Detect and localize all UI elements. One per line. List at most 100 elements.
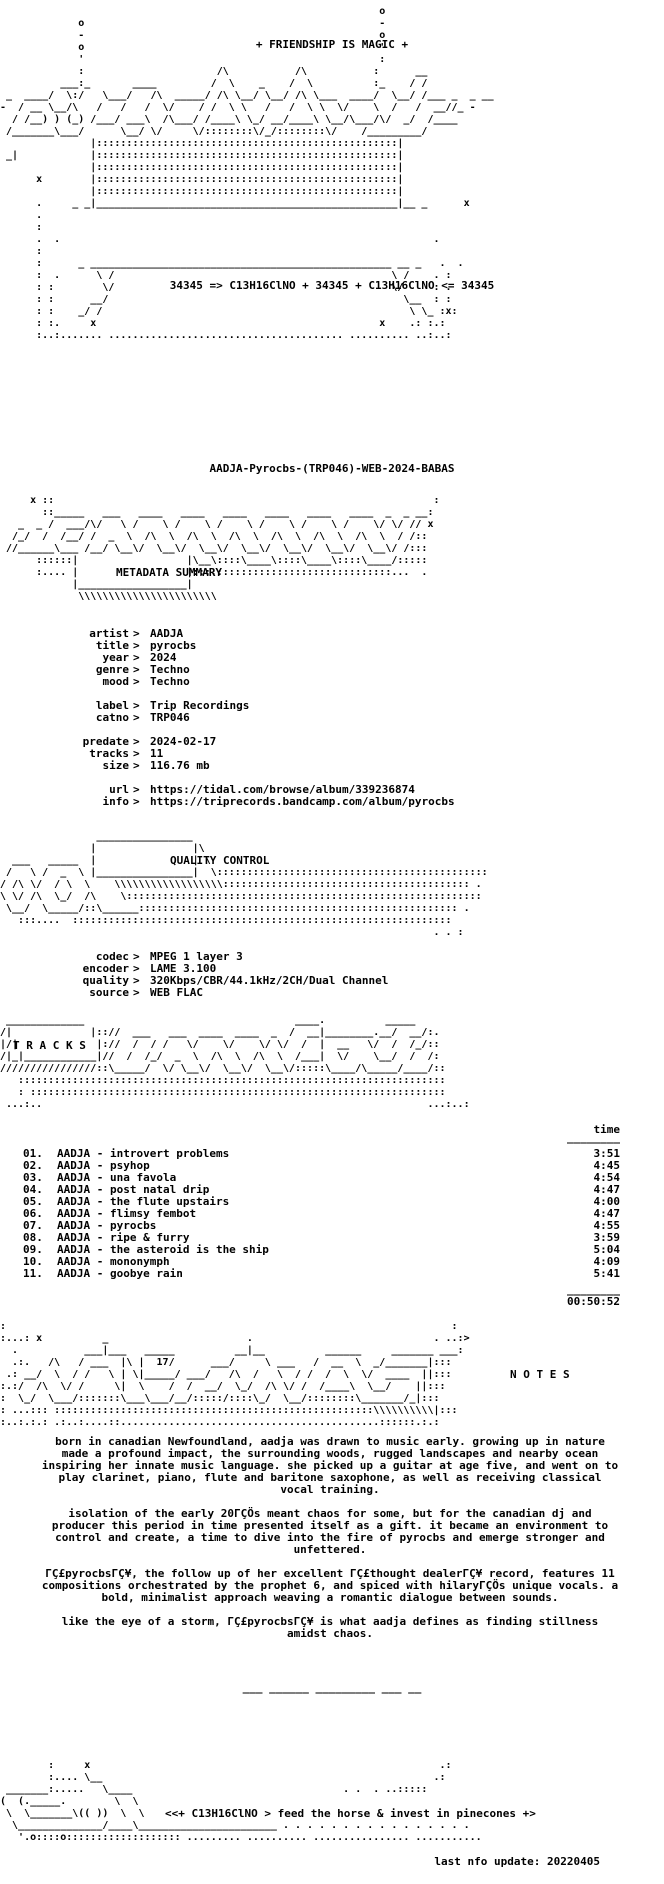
notes-body: born in canadian Newfoundland, aadja was… <box>40 1436 620 1652</box>
track-number: 10. <box>23 1255 43 1268</box>
track-title: AADJA - post natal drip <box>57 1183 210 1196</box>
kv-separator: > <box>133 651 140 664</box>
kv-value: https://triprecords.bandcamp.com/album/p… <box>150 795 455 808</box>
notes-paragraph: like the eye of a storm, ΓÇ£pyrocbsΓÇ¥ i… <box>61 1615 599 1640</box>
tracks-banner-art: _____________ ____. _____ /| |::// ___ _… <box>0 1015 470 1110</box>
track-title: AADJA - the flute upstairs <box>57 1195 230 1208</box>
kv-separator: > <box>133 950 140 963</box>
track-number: 01. <box>23 1147 43 1160</box>
notes-section-title: N O T E S <box>510 1368 570 1381</box>
kv-row: url > https://tidal.com/browse/album/33923… <box>0 784 664 796</box>
notes-divider: ___ ______ _________ ___ __ <box>242 1681 422 1694</box>
tracks-section-title: T R A C K S <box>13 1039 86 1052</box>
track-number: 09. <box>23 1243 43 1256</box>
kv-value: Trip Recordings <box>150 699 250 712</box>
kv-row: quality >320Kbps/CBR/44.1kHz/2CH/Dual Cha… <box>0 975 664 987</box>
track-time: 5:41 <box>593 1267 621 1280</box>
kv-separator: > <box>133 627 140 640</box>
kv-separator: > <box>133 783 140 796</box>
track-time: 4:09 <box>593 1255 621 1268</box>
kv-separator: > <box>133 962 140 975</box>
formula-text: 34345 => C13H16ClNO + 34345 + C13H16ClNO… <box>169 279 495 292</box>
kv-key: artist <box>89 627 129 640</box>
kv-value: 116.76 mb <box>150 759 210 772</box>
kv-key: year <box>102 651 130 664</box>
kv-row: codec > MPEG 1 layer 3 <box>0 951 664 963</box>
track-time: 3:51 <box>593 1147 621 1160</box>
track-number: 07. <box>23 1219 43 1232</box>
kv-key: quality <box>82 974 129 987</box>
kv-row: encoder>LAME 3.100 <box>0 963 664 975</box>
track-time: 4:45 <box>593 1159 621 1172</box>
release-name: AADJA-Pyrocbs-(TRP046)-WEB-2024-BABAS <box>209 462 455 475</box>
track-number: 06. <box>23 1207 43 1220</box>
kv-separator: > <box>133 675 140 688</box>
metadata-banner-art: x :: : ::_____ ___ ____ ____ ____ ____ _… <box>6 495 440 602</box>
track-number: 11. <box>23 1267 43 1280</box>
total-underline: ________ <box>567 1283 620 1296</box>
kv-key: codec <box>95 950 129 963</box>
kv-key: mood <box>102 675 130 688</box>
kv-separator: > <box>133 639 140 652</box>
kv-row: catno>TRP046 <box>0 712 664 724</box>
kv-value: AADJA <box>150 627 184 640</box>
kv-separator: > <box>133 735 140 748</box>
time-header: time <box>593 1123 621 1136</box>
kv-separator: > <box>133 711 140 724</box>
kv-key: label <box>95 699 129 712</box>
kv-key: url <box>109 783 129 796</box>
kv-value: pyrocbs <box>150 639 197 652</box>
track-time: 4:47 <box>593 1207 621 1220</box>
quality-banner-art: ________________ | |\ ___ _____ | | \ / … <box>0 831 488 938</box>
kv-value: https://tidal.com/browse/album/339236874 <box>150 783 415 796</box>
kv-key: size <box>102 759 130 772</box>
track-time: 4:47 <box>593 1183 621 1196</box>
kv-row: title>pyrocbs <box>0 640 664 652</box>
kv-separator: > <box>133 974 140 987</box>
kv-row: tracks>11 <box>0 748 664 760</box>
track-time: 5:04 <box>593 1243 621 1256</box>
kv-row: size>116.76 mb <box>0 760 664 772</box>
footer-ascii-art: : x .: :.... \__ .: _______:..... \____ <box>0 1760 482 1843</box>
kv-separator: > <box>133 699 140 712</box>
footer-slogan: <<+ C13H16ClNO > feed the horse & invest… <box>165 1807 536 1820</box>
kv-value: 2024-02-17 <box>150 735 217 748</box>
kv-value: 320Kbps/CBR/44.1kHz/2CH/Dual Channel <box>150 974 389 987</box>
kv-value: Techno <box>150 675 190 688</box>
kv-key: genre <box>95 663 129 676</box>
notes-paragraph: born in canadian Newfoundland, aadja was… <box>41 1435 619 1496</box>
kv-separator: > <box>133 747 140 760</box>
kv-row: predate >2024-02-17 <box>0 736 664 748</box>
track-title: AADJA - flimsy fembot <box>57 1207 197 1220</box>
track-number: 03. <box>23 1171 43 1184</box>
kv-key: predate <box>82 735 129 748</box>
kv-value: LAME 3.100 <box>150 962 217 975</box>
kv-value: MPEG 1 layer 3 <box>150 950 243 963</box>
kv-row: mood> Techno <box>0 676 664 688</box>
kv-key: source <box>89 986 129 999</box>
total-time: 00:50:52 <box>567 1295 620 1308</box>
track-number: 05. <box>23 1195 43 1208</box>
track-number: 04. <box>23 1183 43 1196</box>
kv-separator: > <box>133 986 140 999</box>
kv-value: 2024 <box>150 651 177 664</box>
track-title: AADJA - pyrocbs <box>57 1219 157 1232</box>
track-title: AADJA - ripe & furry <box>57 1231 190 1244</box>
kv-row: artist > AADJA <box>0 628 664 640</box>
kv-row: genre>Techno <box>0 664 664 676</box>
kv-value: Techno <box>150 663 190 676</box>
kv-key: tracks <box>89 747 129 760</box>
kv-key: catno <box>95 711 129 724</box>
track-time: 3:59 <box>593 1231 621 1244</box>
track-title: AADJA - una favola <box>57 1171 177 1184</box>
